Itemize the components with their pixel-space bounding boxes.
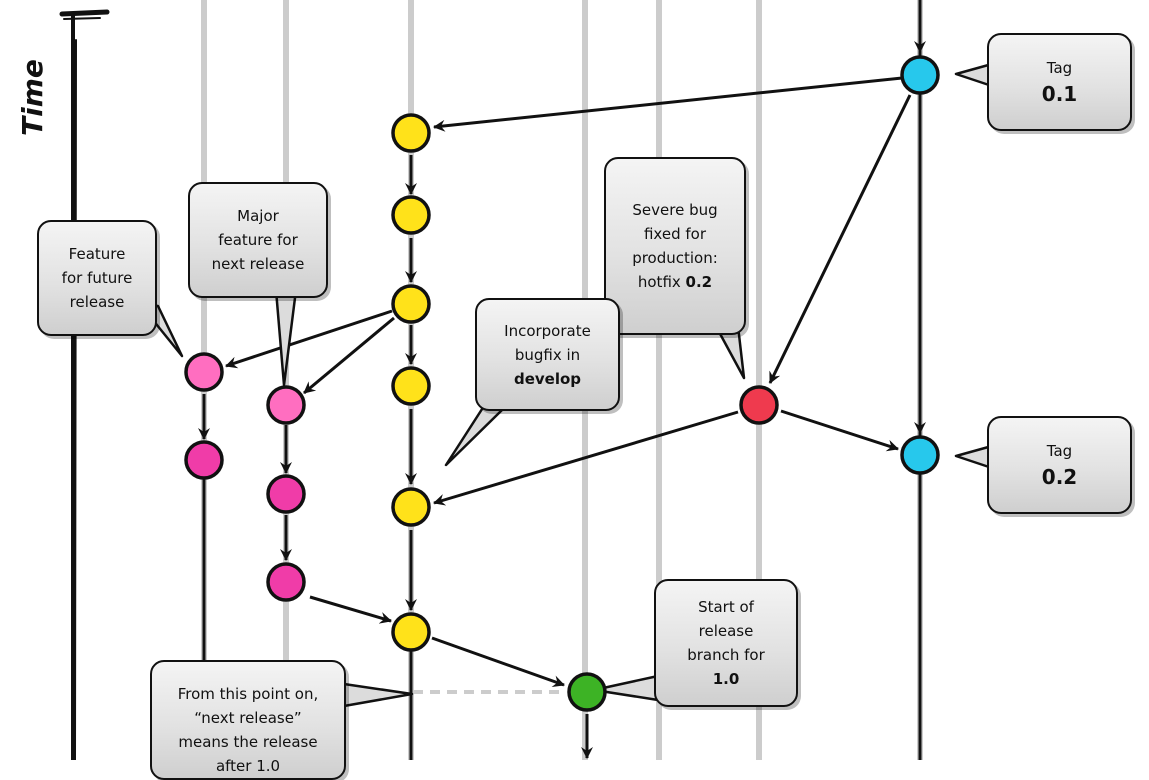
callout-hotfix-line2: fixed for — [643, 225, 706, 243]
callout-release-start-line1: Start of — [698, 598, 754, 616]
callout-release-start: Start of release branch for 1.0 — [654, 579, 798, 707]
arrow-hotfix-to-develop — [433, 410, 739, 506]
time-axis-top-tick-2 — [63, 17, 101, 20]
time-axis-top-tick — [59, 9, 110, 17]
arrow-develop-to-feature-major — [303, 316, 395, 395]
callout-release-start-line3: branch for — [687, 646, 765, 664]
arrow-hotfix-to-master — [780, 409, 899, 452]
callout-feature-future-line2: for future — [61, 269, 133, 287]
callout-hotfix-line4-prefix: hotfix — [637, 273, 686, 291]
callout-release-start-line4-bold: 1.0 — [712, 670, 740, 688]
callout-tag-0-2-version: 0.2 — [1041, 465, 1078, 489]
callout-tag-0-1-line1: Tag — [1046, 59, 1073, 77]
commit-feature-future-2 — [184, 440, 224, 480]
callout-hotfix-line4: hotfix 0.2 — [638, 270, 712, 294]
callout-release-start-line4: 1.0 — [713, 667, 740, 691]
callout-feature-future: Feature for future release — [37, 220, 157, 336]
arrow-develop-to-release — [431, 636, 565, 687]
arrow-master-to-develop — [433, 76, 903, 132]
callout-next-release-line2: “next release” — [194, 709, 302, 727]
time-axis-label-text: Time — [15, 58, 49, 136]
callout-hotfix: Severe bug fixed for production: hotfix … — [604, 157, 746, 335]
commit-develop-3 — [391, 284, 431, 324]
callout-next-release-line3: means the release — [178, 733, 318, 751]
commit-develop-6 — [391, 612, 431, 652]
callout-major-feature-line1: Major — [237, 207, 279, 225]
commits — [184, 55, 940, 712]
callout-feature-future-line3: release — [69, 293, 125, 311]
callout-major-feature-line2: feature for — [218, 231, 298, 249]
callout-incorporate-line2: bugfix in — [514, 345, 581, 364]
callout-incorporate-line1: Incorporate — [504, 321, 591, 340]
callout-incorporate: Incorporate bugfix in develop — [475, 298, 620, 411]
commit-hotfix-1 — [739, 385, 779, 425]
commit-feature-major-1 — [266, 385, 306, 425]
commit-feature-future-1 — [184, 352, 224, 392]
callout-incorporate-line3-bold: develop — [513, 369, 582, 388]
commit-feature-major-3 — [266, 562, 306, 602]
arrow-feature-major-merge — [309, 595, 392, 624]
time-axis-label: Time — [12, 52, 52, 142]
commit-develop-4 — [391, 366, 431, 406]
tail-next-release — [342, 682, 414, 708]
commit-release-1 — [567, 672, 607, 712]
arrows — [198, 0, 926, 759]
callout-next-release: From this point on, “next release” means… — [150, 660, 346, 780]
commit-master-2 — [900, 435, 940, 475]
callout-next-release-line1: From this point on, — [177, 685, 319, 703]
time-axis — [59, 9, 110, 760]
commit-develop-1 — [391, 113, 431, 153]
callout-hotfix-line3: production: — [632, 249, 718, 267]
callout-major-feature: Major feature for next release — [188, 182, 328, 298]
git-branching-diagram — [59, 0, 994, 760]
callout-major-feature-line3: next release — [211, 255, 305, 273]
callout-tag-0-2-line1: Tag — [1046, 442, 1073, 460]
callout-hotfix-line1: Severe bug — [632, 201, 718, 219]
callout-release-start-line2: release — [698, 622, 754, 640]
commit-feature-major-2 — [266, 474, 306, 514]
time-axis-line-shadow — [74, 39, 77, 760]
tail-incorporate — [444, 404, 504, 467]
arrow-develop-to-feature-future — [225, 309, 393, 369]
callout-tag-0-1-version: 0.1 — [1041, 82, 1078, 106]
callout-next-release-line4: after 1.0 — [215, 757, 281, 775]
arrow-master-to-hotfix — [768, 94, 912, 384]
callout-tag-0-2: Tag 0.2 — [987, 416, 1132, 514]
callout-tag-0-1: Tag 0.1 — [987, 33, 1132, 131]
commit-develop-2 — [391, 195, 431, 235]
commit-develop-5 — [391, 487, 431, 527]
callout-incorporate-line3: develop — [514, 367, 581, 391]
commit-master-1 — [900, 55, 940, 95]
callout-hotfix-line4-bold: 0.2 — [685, 273, 713, 291]
tail-major-feature — [274, 288, 298, 387]
callout-feature-future-line1: Feature — [68, 245, 126, 263]
